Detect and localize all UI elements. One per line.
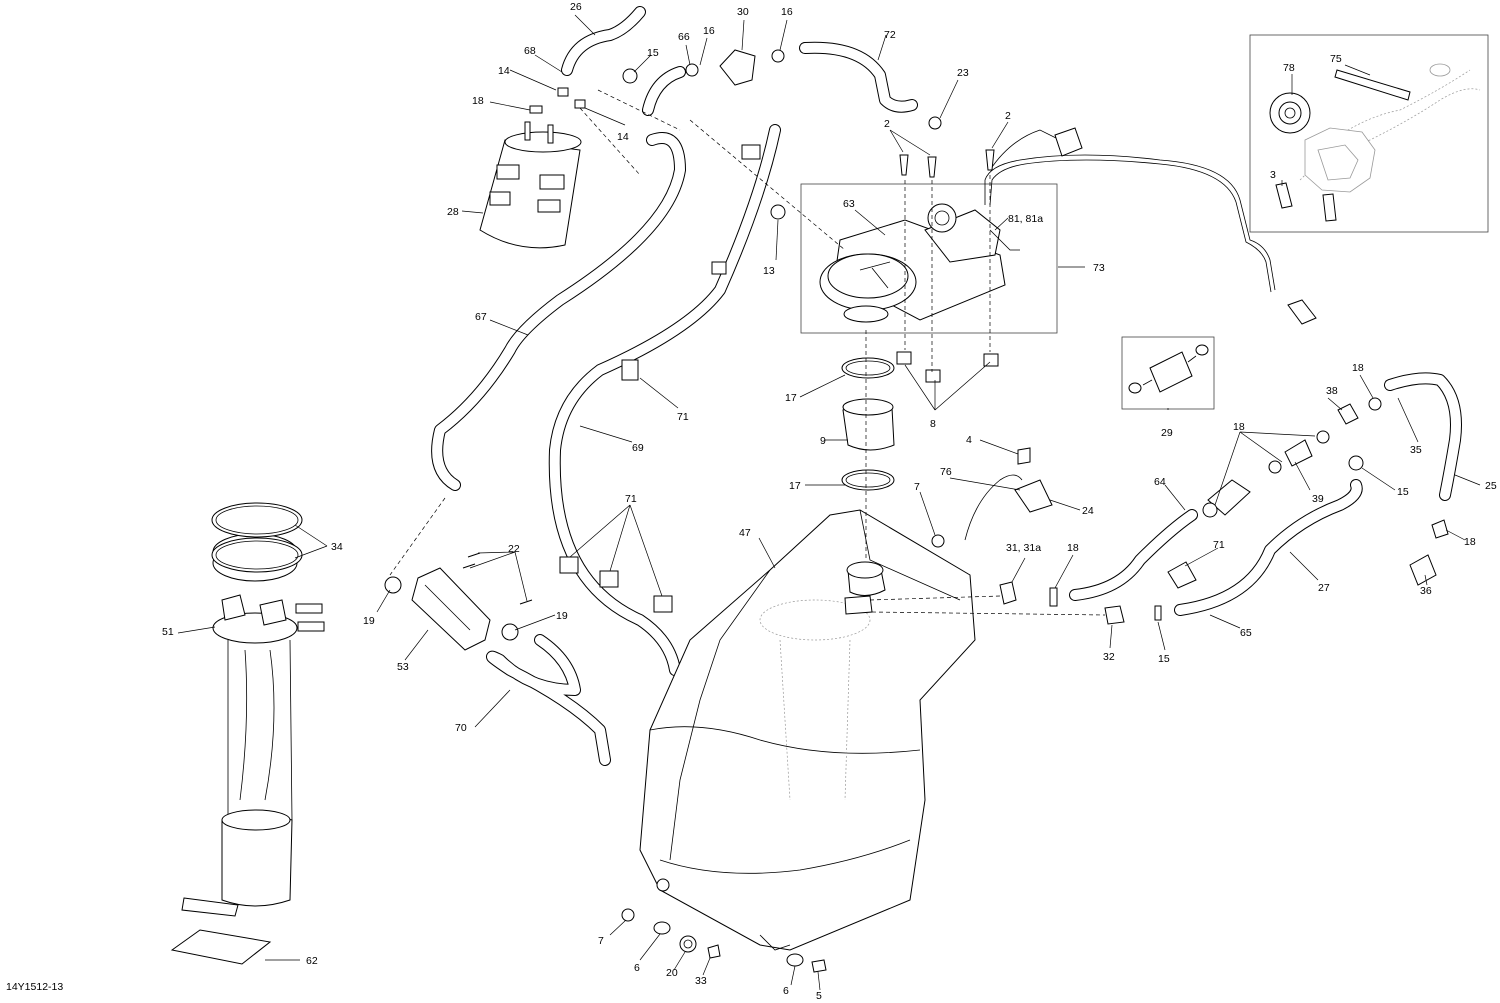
callout-81-81a: 81, 81a bbox=[1008, 213, 1043, 225]
callout-16b: 16 bbox=[781, 6, 793, 18]
callout-3: 3 bbox=[1270, 169, 1276, 181]
callout-69: 69 bbox=[632, 442, 644, 454]
callout-18c: 18 bbox=[1233, 421, 1245, 433]
figure-code: 14Y1512-13 bbox=[6, 981, 63, 993]
callout-29: 29 bbox=[1161, 427, 1173, 439]
callout-31-31a: 31, 31a bbox=[1006, 542, 1041, 554]
assembly-lines bbox=[389, 89, 1106, 616]
callout-9: 9 bbox=[820, 435, 826, 447]
callout-71: 71 bbox=[677, 411, 689, 423]
callout-38: 38 bbox=[1326, 385, 1338, 397]
bottom-hardware bbox=[621, 908, 827, 973]
fittings bbox=[529, 49, 999, 383]
callout-66: 66 bbox=[678, 31, 690, 43]
callout-18: 18 bbox=[472, 95, 484, 107]
o-rings bbox=[211, 502, 303, 573]
callout-32: 32 bbox=[1103, 651, 1115, 663]
callout-20: 20 bbox=[666, 967, 678, 979]
inset-box bbox=[1249, 34, 1489, 233]
clips bbox=[462, 552, 673, 613]
fuel-cap-assembly bbox=[800, 127, 1317, 334]
callout-15c: 15 bbox=[1158, 653, 1170, 665]
callout-18b: 18 bbox=[1352, 362, 1364, 374]
callout-22: 22 bbox=[508, 543, 520, 555]
callout-67: 67 bbox=[475, 311, 487, 323]
callout-7: 7 bbox=[914, 481, 920, 493]
callout-36: 36 bbox=[1420, 585, 1432, 597]
callout-64: 64 bbox=[1154, 476, 1166, 488]
hoses bbox=[431, 6, 1462, 766]
leader-lines bbox=[177, 14, 1481, 991]
callout-5: 5 bbox=[816, 990, 822, 1002]
callout-51: 51 bbox=[162, 626, 174, 638]
callout-26: 26 bbox=[570, 1, 582, 13]
callout-labels: 26 68 14 15 66 16 30 16 72 23 18 14 2 2 … bbox=[6, 1, 1497, 1002]
callout-18e: 18 bbox=[1464, 536, 1476, 548]
callout-71c: 71 bbox=[625, 493, 637, 505]
callout-16: 16 bbox=[703, 25, 715, 37]
callout-27: 27 bbox=[1318, 582, 1330, 594]
right-side-fittings bbox=[931, 397, 1449, 625]
callout-23: 23 bbox=[957, 67, 969, 79]
callout-15b: 15 bbox=[1397, 486, 1409, 498]
callout-53: 53 bbox=[397, 661, 409, 673]
callout-73: 73 bbox=[1093, 262, 1105, 274]
callout-72: 72 bbox=[884, 29, 896, 41]
callout-25: 25 bbox=[1485, 480, 1497, 492]
callout-30: 30 bbox=[737, 6, 749, 18]
callout-17: 17 bbox=[785, 392, 797, 404]
callout-19b: 19 bbox=[556, 610, 568, 622]
callout-18d: 18 bbox=[1067, 542, 1079, 554]
callout-8: 8 bbox=[930, 418, 936, 430]
callout-35: 35 bbox=[1410, 444, 1422, 456]
ecu-module bbox=[384, 567, 519, 651]
callout-28: 28 bbox=[447, 206, 459, 218]
callout-78: 78 bbox=[1283, 62, 1295, 74]
callout-68: 68 bbox=[524, 45, 536, 57]
callout-6b: 6 bbox=[783, 985, 789, 997]
callout-15: 15 bbox=[647, 47, 659, 59]
callout-17b: 17 bbox=[789, 480, 801, 492]
callout-70: 70 bbox=[455, 722, 467, 734]
callout-13: 13 bbox=[763, 265, 775, 277]
callout-76: 76 bbox=[940, 466, 952, 478]
callout-47: 47 bbox=[739, 527, 751, 539]
callout-71b: 71 bbox=[1213, 539, 1225, 551]
callout-7b: 7 bbox=[598, 935, 604, 947]
fuel-pump bbox=[170, 533, 325, 965]
callout-2b: 2 bbox=[1005, 110, 1011, 122]
callout-65: 65 bbox=[1240, 627, 1252, 639]
callout-33: 33 bbox=[695, 975, 707, 987]
callout-24: 24 bbox=[1082, 505, 1094, 517]
callout-63: 63 bbox=[843, 198, 855, 210]
callout-62: 62 bbox=[306, 955, 318, 967]
callout-39: 39 bbox=[1312, 493, 1324, 505]
callout-14: 14 bbox=[498, 65, 510, 77]
callout-6: 6 bbox=[634, 962, 640, 974]
fuel-tank bbox=[639, 509, 976, 951]
callout-14b: 14 bbox=[617, 131, 629, 143]
callout-19: 19 bbox=[363, 615, 375, 627]
callout-4: 4 bbox=[966, 434, 972, 446]
filler-neck-parts bbox=[841, 357, 895, 491]
evap-canister bbox=[479, 121, 582, 249]
callout-75: 75 bbox=[1330, 53, 1342, 65]
callout-2: 2 bbox=[884, 118, 890, 130]
callout-34: 34 bbox=[331, 541, 343, 553]
filter-inset bbox=[1121, 336, 1215, 410]
